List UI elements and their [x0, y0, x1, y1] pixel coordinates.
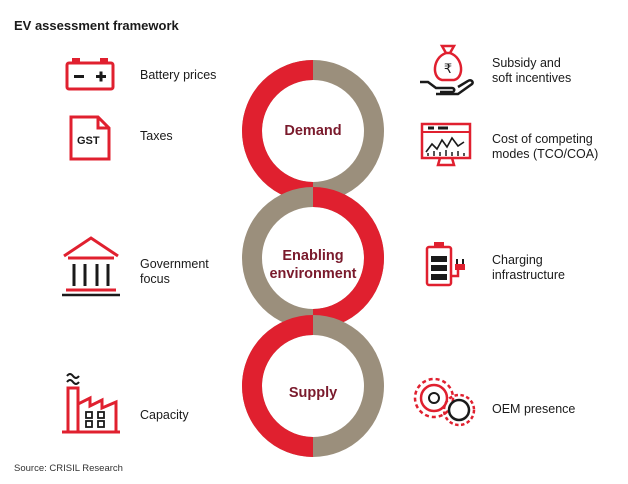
charging-line1: Charging — [492, 253, 543, 267]
cost-monitor-chart-icon — [420, 122, 472, 167]
subsidy-label: Subsidy and soft incentives — [492, 56, 571, 86]
government-building-icon — [62, 236, 120, 297]
government-line2: focus — [140, 272, 170, 286]
demand-ring-red — [242, 60, 314, 202]
gst-document-icon — [69, 115, 111, 161]
enabling-environment-label: Enabling environment — [243, 247, 383, 283]
battery-prices-label: Battery prices — [140, 68, 217, 82]
oem-gears-icon — [413, 377, 476, 427]
capacity-label: Capacity — [140, 408, 189, 422]
subsidy-line1: Subsidy and — [492, 56, 561, 70]
cost-line1: Cost of competing — [492, 132, 593, 146]
government-line1: Government — [140, 257, 209, 271]
factory-icon — [62, 373, 120, 434]
battery-icon — [65, 58, 115, 91]
diagram-title: EV assessment framework — [14, 18, 179, 33]
charging-infrastructure-label: Charging infrastructure — [492, 253, 565, 283]
subsidy-money-bag-icon: ₹ — [420, 44, 474, 96]
source-note: Source: CRISIL Research — [14, 463, 123, 474]
charging-station-icon — [425, 242, 465, 287]
supply-ring-red — [242, 315, 314, 457]
demand-label: Demand — [284, 123, 342, 139]
gst-badge-text: GST — [77, 135, 100, 147]
oem-presence-label: OEM presence — [492, 402, 576, 416]
enabling-line2: environment — [269, 266, 357, 282]
taxes-label: Taxes — [140, 129, 173, 143]
enabling-line1: Enabling — [282, 248, 344, 264]
enabling-ring-red — [312, 187, 384, 329]
cost-line2: modes (TCO/COA) — [492, 147, 599, 161]
cost-of-competing-modes-label: Cost of competing modes (TCO/COA) — [492, 132, 598, 162]
subsidy-line2: soft incentives — [492, 71, 572, 85]
charging-line2: infrastructure — [492, 268, 565, 282]
svg-text:₹: ₹ — [444, 62, 452, 77]
supply-label: Supply — [288, 385, 338, 401]
government-focus-label: Government focus — [140, 257, 209, 287]
